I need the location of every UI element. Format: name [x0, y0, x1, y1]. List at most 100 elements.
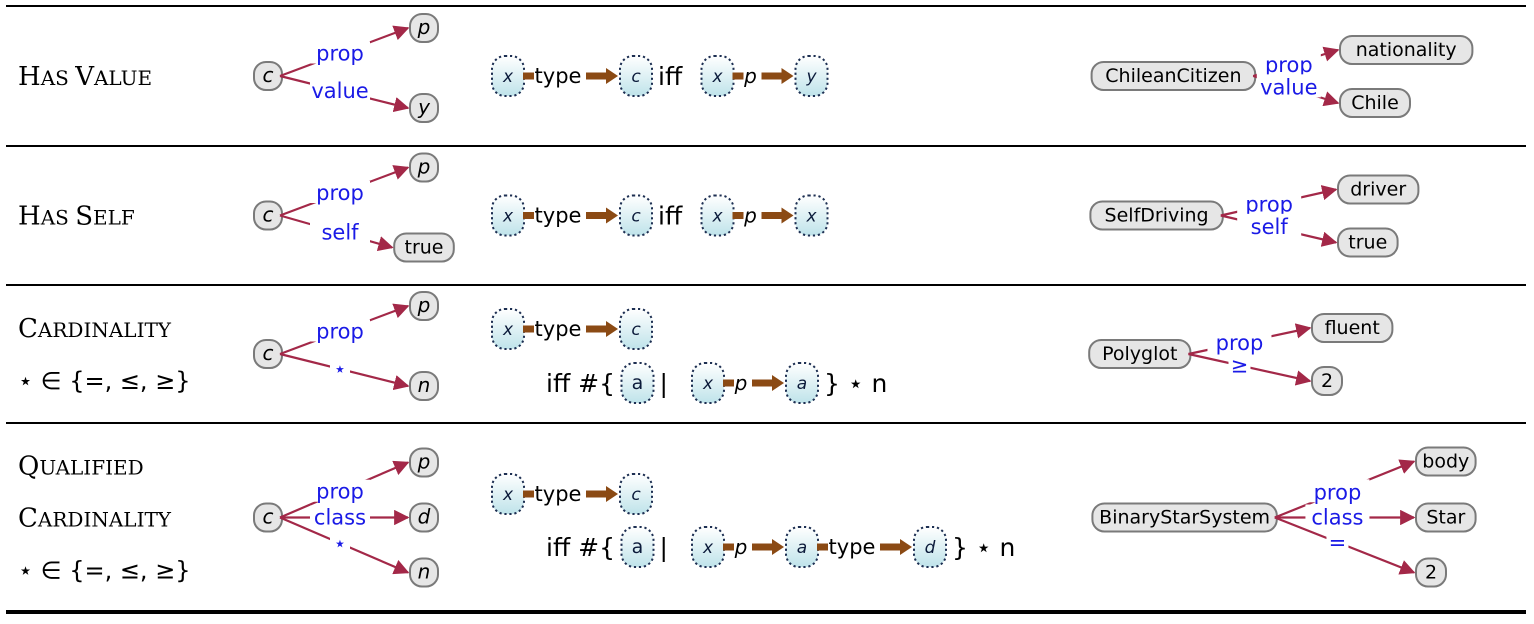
schema-edge-label: prop: [316, 480, 364, 504]
variable-node: x: [794, 194, 829, 237]
definition-arrow-shaft: [723, 543, 734, 551]
variable-node-label: c: [631, 320, 641, 340]
definition-edge-label: p: [734, 371, 748, 395]
definition-arrow-head: [781, 68, 794, 84]
example-target-node-label: fluent: [1325, 317, 1380, 339]
schema-target-node-label: d: [418, 505, 431, 529]
example-edge-label: prop: [1265, 53, 1313, 77]
row-constraint: ⋆ ∈ {=, ≤, ≥}: [18, 367, 191, 395]
definition-arrow-shaft: [586, 72, 608, 80]
example-edge-label: self: [1251, 215, 1289, 239]
example-target-node: true: [1337, 227, 1399, 258]
example-edge-label: ≥: [1231, 353, 1249, 377]
edge-label-bg: [1207, 330, 1272, 354]
definition-text: iff #{: [546, 533, 615, 562]
edge-label-bg: [310, 479, 370, 502]
variable-node-label: a: [797, 374, 807, 394]
edge-label-bg: [330, 357, 350, 379]
variable-node-label: x: [702, 374, 714, 394]
definition-text: iff #{: [546, 369, 615, 398]
definition-arrow-shaft: [723, 379, 734, 387]
definition-arrow-head: [606, 486, 618, 502]
variable-node-label: c: [631, 67, 641, 87]
schema-target-node-label: n: [418, 560, 431, 584]
row-name: QUALIFIED: [18, 452, 144, 482]
variable-node-label: c: [631, 485, 641, 505]
definition-arrow-shaft: [523, 212, 534, 219]
definition-arrow-head: [781, 207, 794, 224]
example-subject-node: Polyglot: [1088, 339, 1192, 369]
definition-text: iff: [658, 202, 683, 231]
definition-text: iff: [658, 62, 683, 91]
definition-arrow-shaft: [732, 212, 744, 219]
example-target-node-label: 2: [1321, 370, 1333, 392]
variable-node: c: [619, 308, 653, 350]
definition-text: |: [660, 369, 668, 398]
example-subject-node: SelfDriving: [1089, 200, 1224, 231]
variable-node-label: x: [711, 67, 723, 87]
schema-target-node-label: p: [417, 15, 431, 39]
definition-edge-label: p: [734, 535, 748, 559]
variable-node: c: [619, 55, 653, 97]
example-target-node: 2: [1311, 366, 1343, 396]
definition-arrow-head: [772, 375, 784, 391]
edge-label-bg: [310, 220, 370, 243]
row-name: HAS SELF: [18, 202, 135, 232]
variable-node: x: [491, 55, 525, 97]
definition-edge-label: type: [535, 317, 582, 341]
variable-node: a: [620, 526, 655, 568]
definition-arrow-head: [606, 68, 618, 84]
definition-arrow-shaft: [752, 379, 774, 387]
definition-arrow-head: [606, 207, 618, 224]
edge-label-bg: [1237, 213, 1302, 237]
definition-arrow-head: [606, 321, 618, 337]
example-target-node: body: [1415, 446, 1477, 477]
schema-edge-label: class: [314, 506, 366, 530]
row-name: CARDINALITY: [18, 314, 172, 344]
row-name: CARDINALITY: [18, 504, 172, 534]
example-subject-node-label: ChileanCitizen: [1105, 65, 1241, 87]
edge-label-bg: [1228, 352, 1251, 376]
example-target-node: fluent: [1311, 313, 1394, 343]
variable-node: a: [620, 362, 655, 404]
edge-label-bg: [310, 505, 370, 528]
example-target-node-label: driver: [1350, 179, 1406, 201]
schema-target-node: p: [409, 291, 439, 321]
variable-node: a: [785, 362, 819, 404]
definition-arrow-head: [772, 539, 784, 555]
example-target-node-label: nationality: [1356, 39, 1457, 61]
definition-arrow-shaft: [817, 543, 828, 551]
schema-target-node: true: [393, 232, 455, 263]
schema-subject-node: c: [253, 339, 283, 369]
example-subject-node-label: SelfDriving: [1105, 205, 1209, 227]
example-subject-node: BinaryStarSystem: [1091, 502, 1278, 533]
example-target-node-label: Chile: [1351, 92, 1399, 114]
schema-target-node-label: n: [418, 373, 431, 397]
schema-edge-label: prop: [316, 181, 364, 205]
schema-subject-node: c: [253, 200, 283, 231]
schema-subject-node-label: c: [263, 63, 274, 87]
edge-label-bg: [310, 41, 370, 64]
example-target-node-label: 2: [1425, 562, 1437, 584]
variable-node: a: [785, 526, 819, 568]
variable-node-label: x: [502, 67, 514, 87]
schema-target-node: d: [409, 502, 439, 533]
definition-arrow-head: [900, 539, 912, 555]
schema-target-node: p: [409, 447, 439, 478]
variable-node-label: x: [502, 320, 514, 340]
schema-target-node-label: y: [417, 95, 431, 119]
variable-node-label: x: [502, 485, 514, 505]
variable-node-label: a: [632, 536, 644, 558]
example-edge-label: prop: [1245, 193, 1293, 217]
example-edge-label: class: [1311, 506, 1363, 530]
edge-label-bg: [310, 181, 370, 203]
schema-target-node: p: [409, 13, 439, 43]
definition-edge-label: type: [829, 535, 876, 559]
definition-edge-label: type: [535, 482, 582, 506]
example-target-node-label: true: [1348, 232, 1387, 254]
edge-label-bg: [1326, 529, 1349, 553]
edge-label-bg: [330, 531, 350, 554]
definition-arrow-shaft: [586, 325, 608, 333]
